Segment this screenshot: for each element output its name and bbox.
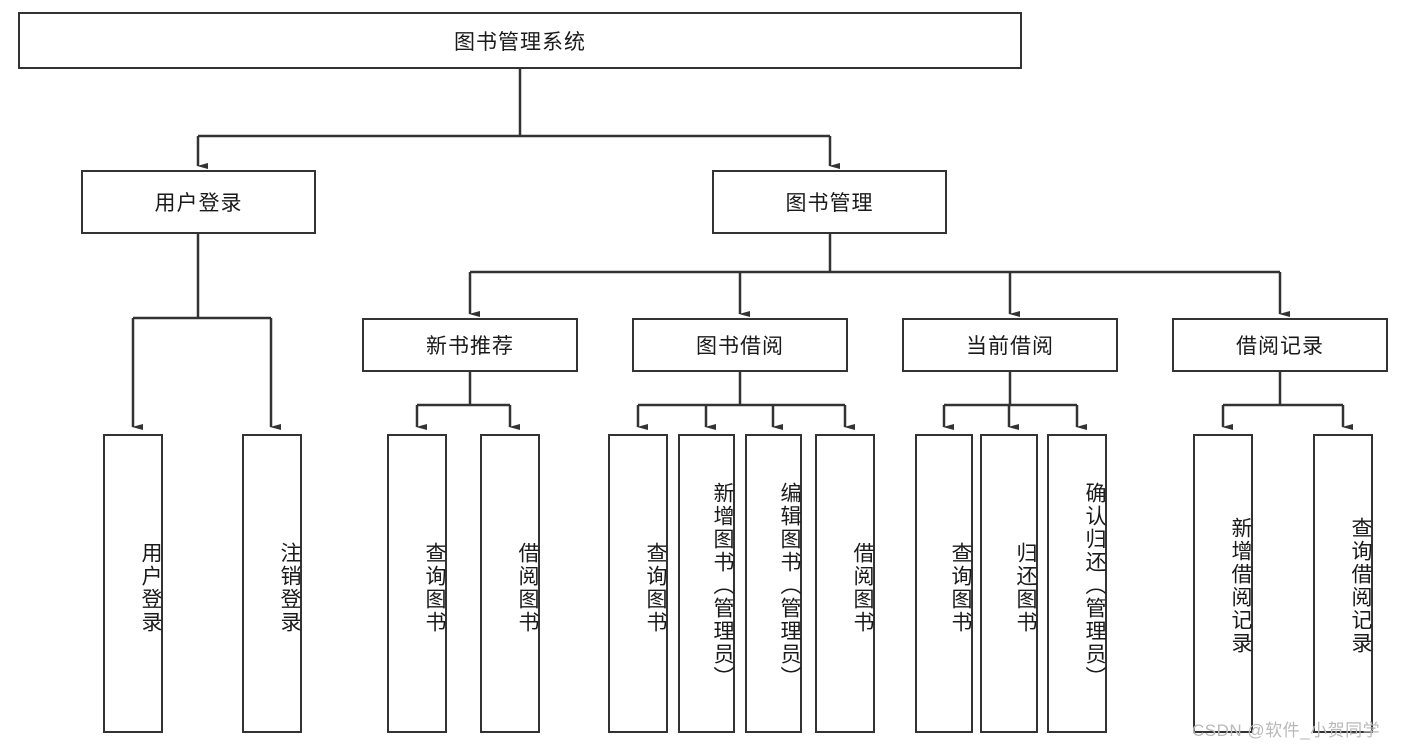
leaf-query-book-borrow[interactable]: 查询图书	[608, 434, 668, 733]
leaf-edit-book-admin[interactable]: 编辑图书（管理员）	[745, 434, 802, 733]
node-book-borrow[interactable]: 图书借阅	[632, 318, 848, 372]
leaf-add-book-admin[interactable]: 新增图书（管理员）	[678, 434, 735, 733]
leaf-add-borrow-record[interactable]: 新增借阅记录	[1193, 434, 1253, 733]
node-borrow-record[interactable]: 借阅记录	[1172, 318, 1388, 372]
leaf-return-book[interactable]: 归还图书	[980, 434, 1038, 733]
leaf-query-book-recommend[interactable]: 查询图书	[387, 434, 447, 733]
leaf-user-logout[interactable]: 注销登录	[242, 434, 302, 733]
node-root-system[interactable]: 图书管理系统	[18, 12, 1022, 69]
node-current-borrow[interactable]: 当前借阅	[902, 318, 1118, 372]
node-user-login[interactable]: 用户登录	[81, 170, 316, 234]
leaf-query-book-current[interactable]: 查询图书	[915, 434, 973, 733]
watermark-text: CSDN @软件_小贺同学	[1192, 721, 1381, 740]
leaf-confirm-return-admin[interactable]: 确认归还（管理员）	[1047, 434, 1107, 733]
node-new-book-recommend[interactable]: 新书推荐	[362, 318, 578, 372]
leaf-query-borrow-record[interactable]: 查询借阅记录	[1313, 434, 1373, 733]
node-book-manage[interactable]: 图书管理	[712, 170, 947, 234]
leaf-borrow-book[interactable]: 借阅图书	[815, 434, 875, 733]
leaf-borrow-book-recommend[interactable]: 借阅图书	[480, 434, 540, 733]
leaf-user-login[interactable]: 用户登录	[103, 434, 163, 733]
